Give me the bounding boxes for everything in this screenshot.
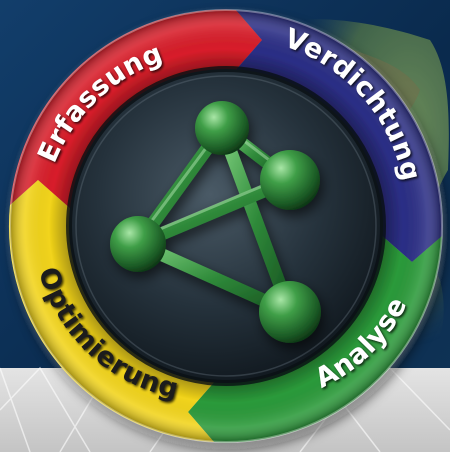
- molecule-tetrahedron-icon: [110, 101, 321, 343]
